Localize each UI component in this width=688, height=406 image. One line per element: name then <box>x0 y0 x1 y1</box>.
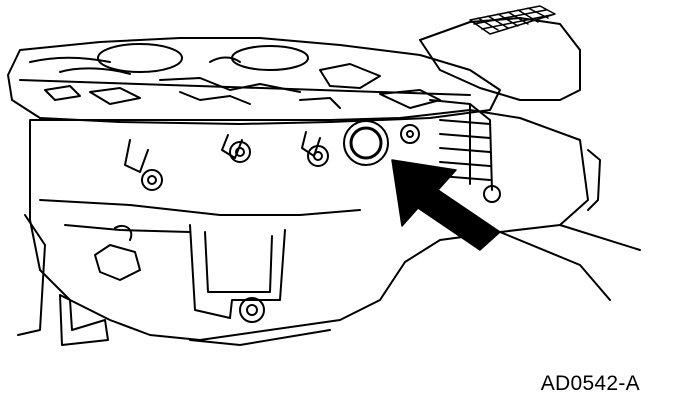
solenoid-connectors <box>124 124 420 191</box>
housing-body <box>29 109 589 341</box>
left-lower-parts <box>17 214 141 346</box>
mounting-bracket <box>189 224 331 346</box>
callout-arrow <box>391 159 501 251</box>
right-edge-lines <box>499 224 641 301</box>
figure-id-label: AD0542-A <box>540 372 640 395</box>
right-side-cover <box>419 17 601 211</box>
highlighted-component <box>343 120 389 166</box>
vent-grille <box>469 5 556 35</box>
